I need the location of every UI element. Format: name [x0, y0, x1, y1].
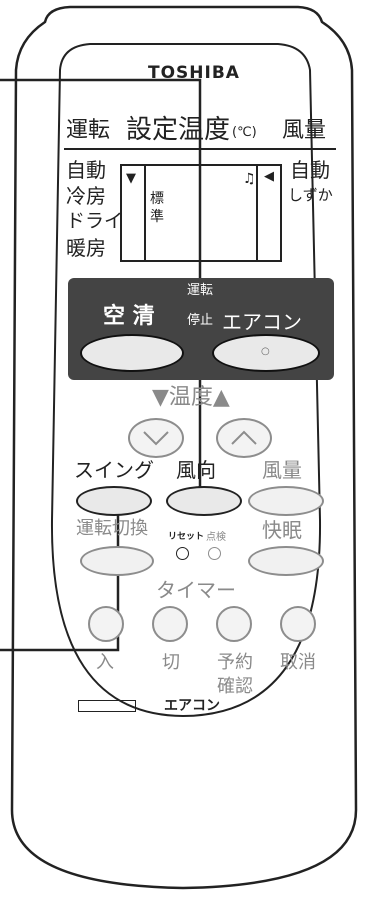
sleep-label: 快眠	[262, 518, 302, 542]
vertical-label-1: 標	[150, 191, 164, 207]
clean-label: 空 清	[103, 304, 155, 329]
mode-cool: 冷房	[66, 184, 106, 208]
clean-button[interactable]	[80, 334, 184, 372]
timer-off-label: 切	[162, 652, 180, 673]
aircon-label: エアコン	[222, 310, 302, 334]
mode-switch-button[interactable]	[80, 546, 154, 576]
mode-heat: 暖房	[66, 236, 106, 260]
mode-pointer-icon: ▼	[126, 171, 136, 186]
fan-quiet: しずか	[288, 186, 333, 204]
mode-switch-label: 運転切換	[76, 518, 148, 539]
header-unit-label: (℃)	[232, 125, 257, 140]
fan-speed-button[interactable]	[248, 486, 324, 516]
run-stop-button[interactable]: ○	[212, 334, 320, 372]
ir-window	[78, 700, 136, 712]
timer-cancel-button[interactable]	[280, 606, 316, 642]
fan-pointer-icon: ◀	[264, 169, 274, 184]
bottom-aircon-label: エアコン	[164, 698, 220, 714]
temp-down-button[interactable]	[128, 418, 184, 458]
temp-up-button[interactable]	[216, 418, 272, 458]
header-underline	[64, 148, 336, 150]
mode-auto: 自動	[66, 158, 106, 182]
fan-auto: 自動	[290, 158, 330, 182]
brand-logo: TOSHIBA	[148, 63, 240, 83]
mode-dry: ドライ	[66, 210, 124, 232]
timer-cancel-label: 取消	[280, 652, 316, 673]
timer-on-button[interactable]	[88, 606, 124, 642]
run-label: 運転	[187, 283, 214, 298]
fan-level-icon: ♫	[243, 171, 256, 187]
timer-on-label: 入	[96, 652, 114, 673]
chevron-up-icon	[231, 430, 257, 445]
sleep-button[interactable]	[248, 546, 324, 576]
direction-label: 風向	[176, 458, 216, 482]
swing-button[interactable]	[76, 486, 152, 516]
chevron-down-icon	[143, 431, 169, 446]
timer-reserve-button[interactable]	[216, 606, 252, 642]
swing-label: スイング	[74, 458, 154, 482]
header-fan-label: 風量	[282, 118, 327, 143]
fan-speed-label: 風量	[262, 458, 302, 482]
temperature-label: ▼温度▲	[152, 385, 230, 410]
direction-button[interactable]	[166, 486, 242, 516]
timer-off-button[interactable]	[152, 606, 188, 642]
timer-label: タイマー	[156, 578, 236, 602]
vertical-label-2: 準	[150, 209, 164, 225]
header-temp-label: 設定温度	[126, 115, 231, 145]
lcd-display	[120, 164, 282, 262]
timer-confirm-label: 確認	[217, 676, 253, 697]
timer-reserve-label: 予約	[217, 652, 253, 673]
check-label: 点検	[206, 532, 226, 543]
stop-label: 停止	[187, 313, 214, 328]
indicator-dot: ○	[261, 346, 270, 357]
header-mode-label: 運転	[66, 118, 111, 143]
reset-label: リセット	[168, 532, 205, 542]
reset-button[interactable]	[176, 547, 189, 560]
check-button[interactable]	[208, 547, 221, 560]
